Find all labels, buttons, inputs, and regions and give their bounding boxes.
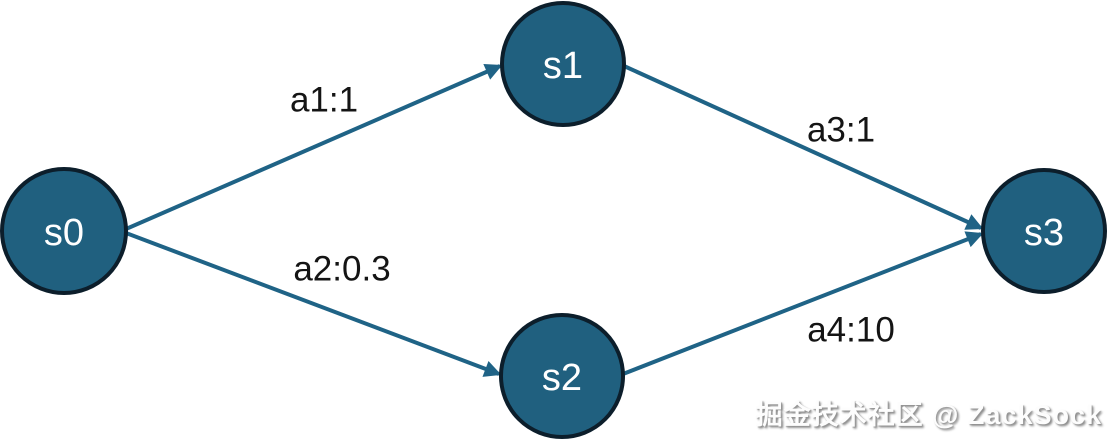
node-s2-label: s2 (542, 357, 582, 399)
node-s1-label: s1 (543, 45, 583, 87)
edge-a3-arrow (623, 64, 984, 230)
node-s0-label: s0 (44, 212, 84, 254)
edge-a2-arrow (125, 231, 502, 377)
node-s3-circle (981, 168, 1107, 294)
node-s3-label: s3 (1024, 212, 1064, 254)
watermark: 掘金技术社区 @ ZackSock (755, 400, 1102, 430)
node-s0-circle (0, 167, 128, 295)
edge-a4-arrow (622, 231, 984, 376)
edge-a4-label: a4:10 (807, 311, 895, 350)
edge-a3-label: a3:1 (807, 111, 875, 150)
node-s1-circle (500, 1, 626, 127)
edge-a1-label: a1:1 (290, 81, 358, 120)
edge-a2-label: a2:0.3 (293, 250, 390, 289)
edge-a1-arrow (125, 63, 503, 231)
node-s2-circle (499, 313, 625, 439)
